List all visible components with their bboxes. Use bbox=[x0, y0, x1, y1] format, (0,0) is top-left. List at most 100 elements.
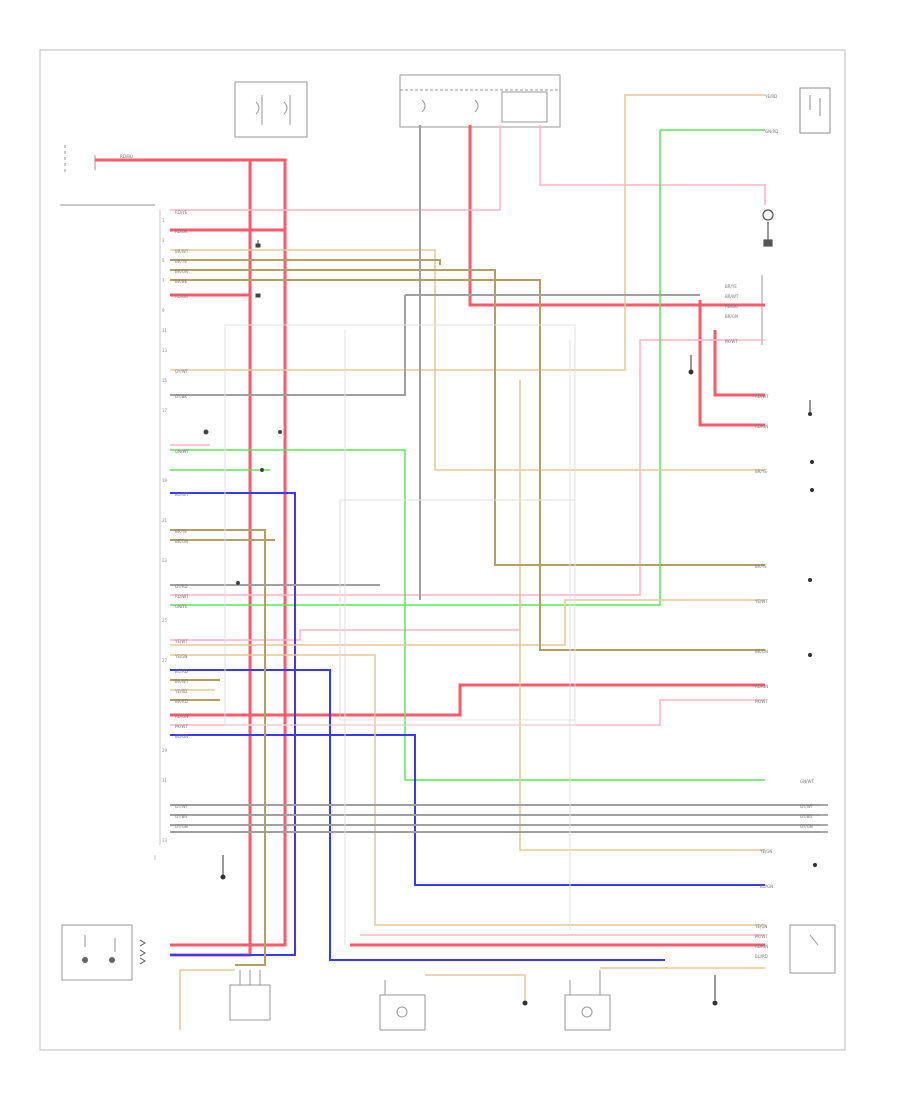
svg-text:GN/WT: GN/WT bbox=[175, 449, 189, 454]
svg-text:YE/RD: YE/RD bbox=[174, 689, 187, 694]
svg-text:GN/WT: GN/WT bbox=[800, 779, 814, 784]
wire-group-gray bbox=[170, 125, 820, 833]
svg-text:YE/WT: YE/WT bbox=[754, 599, 768, 604]
right-terminal-stubs bbox=[820, 804, 828, 833]
wire-labels: RD/BU RD/YE RD/BK BR/WT BR/YE BR/GN BR/B… bbox=[120, 94, 814, 959]
svg-text:RD/GN: RD/GN bbox=[755, 684, 768, 689]
svg-text:15: 15 bbox=[162, 378, 168, 383]
svg-text:RD/GN: RD/GN bbox=[175, 714, 188, 719]
wire-group-red bbox=[95, 125, 765, 957]
svg-text:GY/BU: GY/BU bbox=[175, 814, 187, 819]
svg-text:GN/RD: GN/RD bbox=[765, 129, 778, 134]
svg-text:GY/WT: GY/WT bbox=[800, 804, 814, 809]
svg-text:BR/YE: BR/YE bbox=[725, 284, 737, 289]
instrument-cluster-connector bbox=[60, 145, 155, 206]
svg-text:BR/WT: BR/WT bbox=[175, 679, 189, 684]
svg-text:BU/RD: BU/RD bbox=[175, 669, 188, 674]
svg-text:25: 25 bbox=[162, 618, 168, 623]
svg-text:BR/BK: BR/BK bbox=[175, 279, 188, 284]
wire-group-green bbox=[170, 129, 765, 781]
trans-pressure-sensor bbox=[799, 87, 831, 134]
fresh-air-flap-motor bbox=[379, 980, 426, 1031]
fuse-relay-block-left bbox=[234, 81, 308, 138]
svg-text:BR/GN: BR/GN bbox=[725, 314, 738, 319]
svg-text:GY/BU: GY/BU bbox=[800, 814, 812, 819]
wire-group-tan bbox=[170, 94, 765, 1030]
svg-text:11: 11 bbox=[162, 328, 168, 333]
temp-sensor-box bbox=[61, 924, 133, 981]
svg-text:19: 19 bbox=[162, 478, 168, 483]
svg-text:BU/RD: BU/RD bbox=[755, 954, 768, 959]
svg-text:13: 13 bbox=[162, 348, 168, 353]
module-connector-column bbox=[154, 210, 161, 860]
ac-control-module bbox=[229, 970, 271, 1021]
svg-text:BR/GN: BR/GN bbox=[175, 269, 188, 274]
svg-text:27: 27 bbox=[162, 658, 168, 663]
svg-text:BR/GN: BR/GN bbox=[755, 649, 768, 654]
svg-text:BR/RD: BR/RD bbox=[175, 699, 188, 704]
svg-text:BR/YE: BR/YE bbox=[755, 469, 767, 474]
svg-text:1: 1 bbox=[162, 218, 165, 223]
svg-text:RD/GN: RD/GN bbox=[755, 944, 768, 949]
svg-text:BR/YE: BR/YE bbox=[175, 529, 187, 534]
svg-text:7: 7 bbox=[162, 278, 165, 283]
ground-symbol-1 bbox=[203, 240, 282, 585]
svg-text:BR/GN: BR/GN bbox=[175, 539, 188, 544]
svg-text:RD/YE: RD/YE bbox=[175, 210, 188, 215]
svg-text:RD/BU: RD/BU bbox=[175, 294, 188, 299]
wire-group-brown bbox=[170, 259, 765, 966]
svg-text:21: 21 bbox=[162, 518, 168, 523]
svg-text:5: 5 bbox=[162, 258, 165, 263]
svg-text:PK/WT: PK/WT bbox=[725, 339, 738, 344]
pin-numbers: 1 3 5 7 9 11 13 15 17 19 21 23 25 27 29 … bbox=[162, 218, 168, 843]
svg-text:YE/GN: YE/GN bbox=[754, 924, 767, 929]
svg-text:BU/WT: BU/WT bbox=[175, 492, 189, 497]
faint-harness-lines bbox=[224, 324, 576, 945]
svg-text:GN/YE: GN/YE bbox=[175, 604, 188, 609]
diagram-frame bbox=[39, 49, 846, 1051]
svg-text:PK/WT: PK/WT bbox=[755, 934, 768, 939]
flap-ground-2 bbox=[712, 975, 718, 1006]
svg-text:RD/BU: RD/BU bbox=[120, 154, 133, 159]
svg-text:RD/BU: RD/BU bbox=[725, 304, 738, 309]
wire-group-blue bbox=[170, 492, 765, 961]
ac-compressor-clutch bbox=[762, 209, 774, 247]
flap-ground-1 bbox=[522, 1000, 528, 1006]
svg-text:RD/WT: RD/WT bbox=[175, 594, 189, 599]
svg-text:3: 3 bbox=[162, 238, 165, 243]
svg-text:RD/WT: RD/WT bbox=[755, 394, 769, 399]
svg-text:YE/GN: YE/GN bbox=[174, 654, 187, 659]
svg-text:BU/GN: BU/GN bbox=[760, 884, 773, 889]
svg-text:BU/GN: BU/GN bbox=[175, 734, 188, 739]
svg-text:GY/WT: GY/WT bbox=[175, 369, 189, 374]
svg-text:17: 17 bbox=[162, 408, 168, 413]
svg-text:PK/WT: PK/WT bbox=[175, 724, 188, 729]
svg-text:RD/GN: RD/GN bbox=[755, 424, 768, 429]
svg-text:GY/BK: GY/BK bbox=[175, 394, 187, 399]
mid-left-sensor bbox=[220, 855, 226, 880]
svg-text:RD/BK: RD/BK bbox=[175, 229, 188, 234]
svg-text:YE/GN: YE/GN bbox=[759, 849, 772, 854]
svg-text:31: 31 bbox=[162, 778, 168, 783]
fuse-relay-block-center bbox=[399, 74, 561, 128]
sensor-symbols bbox=[688, 355, 817, 867]
svg-text:BR/YE: BR/YE bbox=[175, 259, 187, 264]
svg-text:29: 29 bbox=[162, 748, 168, 753]
flap-motor-2 bbox=[564, 970, 611, 1031]
svg-text:BR/WT: BR/WT bbox=[175, 249, 189, 254]
svg-text:PK/WT: PK/WT bbox=[755, 699, 768, 704]
svg-text:BR/YE: BR/YE bbox=[755, 564, 767, 569]
svg-text:YE/WT: YE/WT bbox=[174, 639, 188, 644]
svg-text:YE/RD: YE/RD bbox=[764, 94, 777, 99]
svg-text:GY/GN: GY/GN bbox=[800, 824, 813, 829]
svg-text:33: 33 bbox=[162, 838, 168, 843]
svg-text:BR/WT: BR/WT bbox=[725, 294, 739, 299]
svg-text:23: 23 bbox=[162, 558, 168, 563]
pressure-sensor-right bbox=[789, 924, 836, 974]
svg-text:GY/RD: GY/RD bbox=[175, 584, 188, 589]
svg-text:9: 9 bbox=[162, 308, 165, 313]
connector-arrows bbox=[139, 939, 146, 965]
svg-text:GY/WT: GY/WT bbox=[175, 804, 189, 809]
svg-text:GY/GN: GY/GN bbox=[175, 824, 188, 829]
